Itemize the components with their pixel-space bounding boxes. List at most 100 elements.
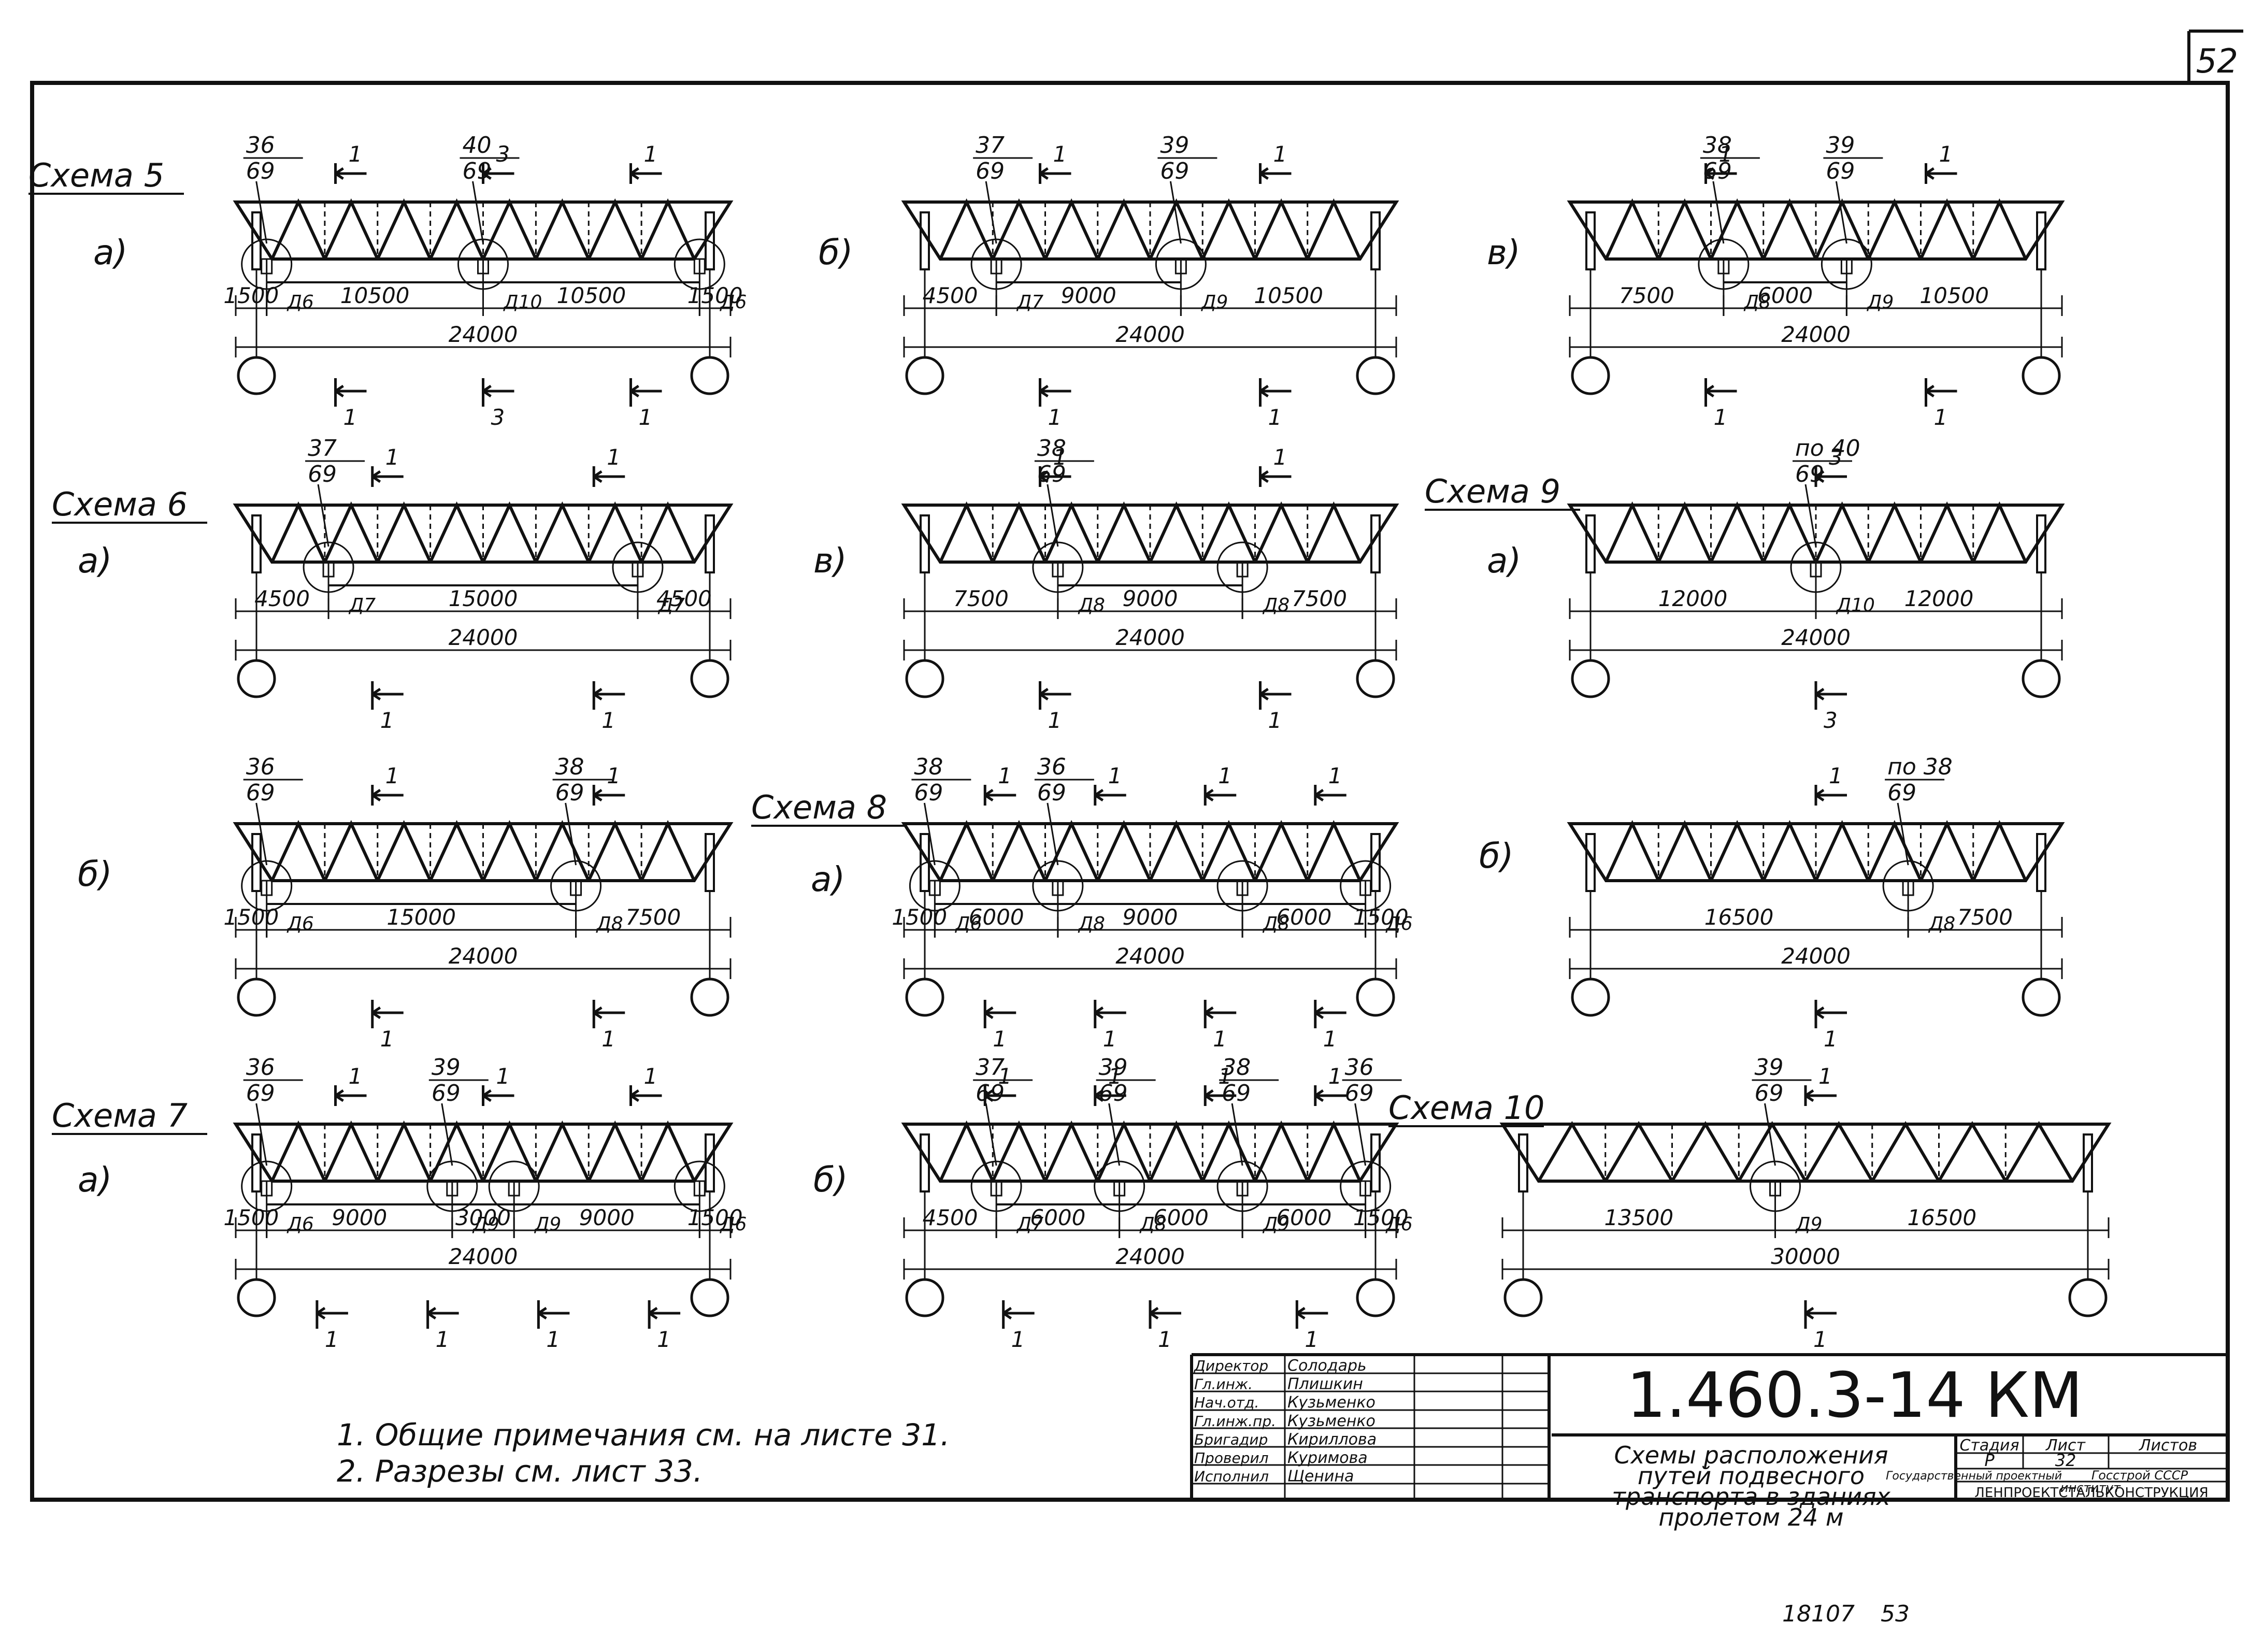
device-label: Д6 [719,292,747,313]
dimension-label: 7500 [625,904,681,930]
variant-label: в) [813,541,847,581]
dimension-label: 7500 [1619,283,1674,308]
dimension-label: 15000 [449,586,518,611]
device-label: Д7 [657,595,685,616]
section-cut-label: 1 [1218,1064,1232,1089]
staff-role: Нач.отд. [1194,1394,1259,1411]
detail-reference: 36 [246,1054,275,1081]
dimension-label: 10500 [340,283,410,308]
section-cut-label: 1 [436,1327,450,1352]
grid-axis-circle [690,659,729,698]
detail-sheet: 69 [976,158,1005,184]
device-label: Д7 [1016,1214,1043,1235]
dimension-label: 1500 [687,1205,743,1230]
grid-axis-circle [905,1278,944,1317]
bottom-mark-1: 18107 [1782,1601,1855,1627]
section-cut-label: 1 [1011,1327,1025,1352]
staff-name: Кузьменко [1287,1394,1375,1412]
grid-axis-circle [237,356,276,395]
org-name: ЛЕНПРОЕКТСТАЛЬКОНСТРУКЦИЯ [1974,1485,2208,1501]
grid-axis-circle [1571,356,1610,395]
sheets-header: Листов [2139,1436,2197,1455]
dimension-label: 1500 [223,904,279,930]
section-cut-label: 1 [1934,405,1948,430]
span-label: 24000 [449,943,518,969]
grid-axis-circle [690,978,729,1017]
truss [233,820,734,882]
section-cut-label: 1 [1939,141,1953,167]
device-label: Д8 [1928,913,1955,935]
dimension-label: 16500 [1704,904,1774,930]
dimension-label: 6000 [1757,283,1813,308]
detail-reference: 36 [1037,754,1066,780]
staff-role: Бригадир [1194,1431,1268,1448]
section-cut-label: 1 [601,1026,615,1052]
detail-reference: 36 [246,132,275,159]
span-label: 24000 [1115,943,1185,969]
dimension-label: 7500 [1957,904,2013,930]
detail-sheet: 69 [1037,780,1066,806]
grid-axis-circle [905,356,944,395]
detail-sheet: 69 [432,1080,461,1107]
sheet-frame [30,81,2230,1502]
dimension-label: 9000 [579,1205,635,1230]
span-label: 24000 [449,1244,518,1269]
dimension-label: 1500 [223,283,279,308]
dimension-label: 13500 [1604,1205,1673,1230]
section-cut-label: 1 [343,405,357,430]
grid-axis-circle [1571,978,1610,1017]
drawing-title-line: путей подвесного [1638,1462,1865,1490]
dimension-label: 15000 [386,904,456,930]
org-line: институт [2060,1481,2121,1495]
device-label: Д6 [1385,1214,1413,1235]
span-label: 24000 [1781,943,1851,969]
device-label: Д6 [286,913,314,935]
detail-reference: 39 [432,1054,461,1081]
section-cut-label: 1 [607,763,621,788]
device-label: Д6 [286,1214,314,1235]
section-cut-label: 1 [1719,141,1733,167]
truss [1567,820,2065,882]
dimension-label: 9000 [1061,283,1116,308]
bottom-mark-2: 53 [1881,1601,1910,1627]
section-cut-label: 1 [1829,763,1843,788]
staff-name: Плишкин [1287,1375,1363,1394]
staff-role: Проверил [1194,1449,1269,1467]
detail-sheet: 69 [246,780,275,806]
detail-circle [674,238,725,290]
section-cut-label: 1 [993,1026,1007,1052]
grid-axis-circle [2022,356,2061,395]
grid-axis-circle [1356,978,1395,1017]
device-label: Д8 [1743,292,1771,313]
stage-header: Стадия [1959,1436,2019,1455]
detail-reference: 39 [1826,132,1855,159]
section-cut-label: 1 [1273,141,1287,167]
detail-reference: 38 [914,754,943,780]
truss [901,198,1399,261]
scheme-title: Схема 7 [52,1097,188,1134]
section-cut-label: 1 [1053,444,1067,470]
dimension-label: 6000 [1276,904,1331,930]
grid-axis-circle [905,659,944,698]
dimension-label: 7500 [1292,586,1347,611]
staff-role: Гл.инж.пр. [1194,1413,1276,1430]
detail-circle [674,1160,725,1212]
detail-reference: 40 [463,132,492,159]
device-label: Д10 [503,292,542,313]
detail-reference: 39 [1160,132,1189,159]
dimension-label: 4500 [923,283,978,308]
section-cut-label: 1 [1328,763,1342,788]
scheme-title: Схема 8 [751,788,887,826]
section-cut-label: 3 [1829,444,1843,470]
detail-reference: 37 [308,435,337,462]
device-label: Д9 [472,1214,499,1235]
variant-label: а) [1487,541,1521,581]
staff-name: Куримова [1287,1449,1368,1467]
section-cut-label: 1 [385,763,399,788]
device-label: Д8 [596,913,623,935]
dimension-label: 6000 [1153,1205,1209,1230]
